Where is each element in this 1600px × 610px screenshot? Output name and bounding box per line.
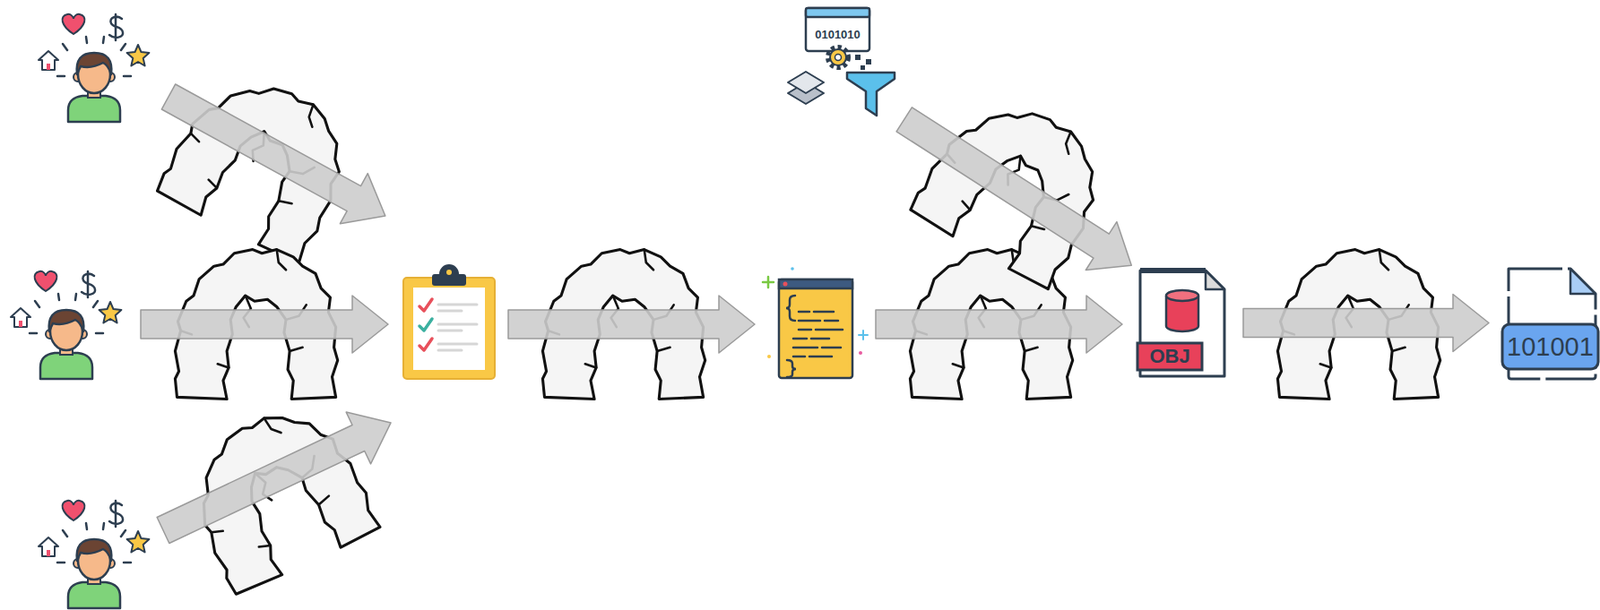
binary-file-icon	[1570, 268, 1596, 295]
source-code-icon	[793, 311, 843, 357]
object-file-icon	[1205, 270, 1225, 290]
source-code-icon	[786, 295, 796, 321]
source-code-icon	[813, 311, 834, 314]
flow-arrow	[1243, 294, 1489, 353]
toolchain-icon	[847, 72, 895, 116]
object-file-icon	[1137, 270, 1225, 377]
binary-file-node: 101001	[1504, 267, 1598, 380]
source-code-icon	[793, 346, 818, 350]
clipboard-icon	[438, 323, 477, 327]
person-icons	[38, 14, 149, 122]
toolchain-icon	[865, 59, 872, 65]
flow-arrows	[150, 397, 403, 557]
flow-arrows	[508, 295, 755, 354]
toolchain-icon	[830, 49, 847, 66]
source-code-icon	[793, 355, 805, 359]
binary-file-icon	[1502, 324, 1599, 370]
toolchain-icon	[787, 8, 895, 116]
source-code-icon	[858, 351, 863, 355]
flow-arrows	[155, 71, 400, 242]
toolchain-node: 0101010	[780, 8, 899, 116]
object-file-icon	[1140, 268, 1206, 274]
flow-arrows	[150, 397, 403, 557]
clipboard-icon	[419, 338, 433, 351]
flow-arrows	[155, 71, 400, 242]
clipboard-icon	[438, 303, 477, 307]
clipboard-icon	[403, 264, 495, 380]
source-code-icon	[787, 360, 796, 378]
toolchain-icon	[787, 71, 824, 94]
flow-arrows	[875, 295, 1123, 354]
source-code-icon	[778, 279, 853, 379]
toolchain-icon	[828, 47, 848, 68]
clipboard-icon	[438, 304, 477, 351]
source-code-icon	[798, 320, 821, 323]
source-code-icon	[790, 267, 795, 271]
clipboard-icon	[438, 329, 462, 333]
clipboard-icon	[403, 277, 495, 380]
clipboard-icon	[419, 299, 433, 312]
person-icons	[10, 14, 149, 609]
object-file-node: OBJ	[1137, 267, 1228, 380]
source-code-icon	[858, 330, 868, 340]
clipboard-icon	[419, 319, 433, 331]
toolchain-icon	[805, 8, 870, 18]
flow-arrow	[896, 107, 1132, 271]
source-code-icon	[824, 320, 839, 323]
node-label: 0101010	[805, 18, 870, 52]
node-label: 101001	[1502, 324, 1599, 370]
node-label: OBJ	[1137, 343, 1203, 371]
source-code-icon	[815, 328, 843, 332]
flow-arrows	[140, 71, 1123, 557]
clipboard-icon	[438, 349, 462, 353]
toolchain-icon	[835, 54, 842, 61]
source-code-icon	[778, 279, 853, 289]
person-icons	[38, 501, 149, 609]
toolchain-icon	[855, 54, 861, 61]
source-code-icon	[783, 282, 788, 287]
source-code-icon	[767, 354, 771, 359]
clipboard-icon	[438, 343, 477, 346]
clipboard-icon	[446, 269, 452, 276]
clipboard-icon	[438, 310, 462, 313]
clipboard-icon	[432, 274, 467, 286]
source-code-icon	[798, 328, 812, 332]
source-code-icon	[811, 337, 830, 341]
source-code-icon	[821, 346, 841, 350]
source-code-icon	[793, 337, 807, 341]
binary-file-icon	[1502, 268, 1599, 380]
toolchain-icon	[805, 8, 870, 52]
flow-arrows	[140, 295, 389, 354]
connector-layer	[896, 107, 1489, 353]
source-code-icon	[798, 311, 810, 314]
object-file-icon	[1137, 343, 1203, 371]
object-file-icon	[1166, 290, 1199, 302]
source-code-icon	[809, 355, 832, 359]
source-code-icon	[762, 267, 868, 379]
toolchain-icon	[860, 65, 865, 70]
clipboard-icon	[413, 287, 485, 371]
source-code-icon	[762, 276, 774, 288]
person-icons	[10, 271, 122, 380]
